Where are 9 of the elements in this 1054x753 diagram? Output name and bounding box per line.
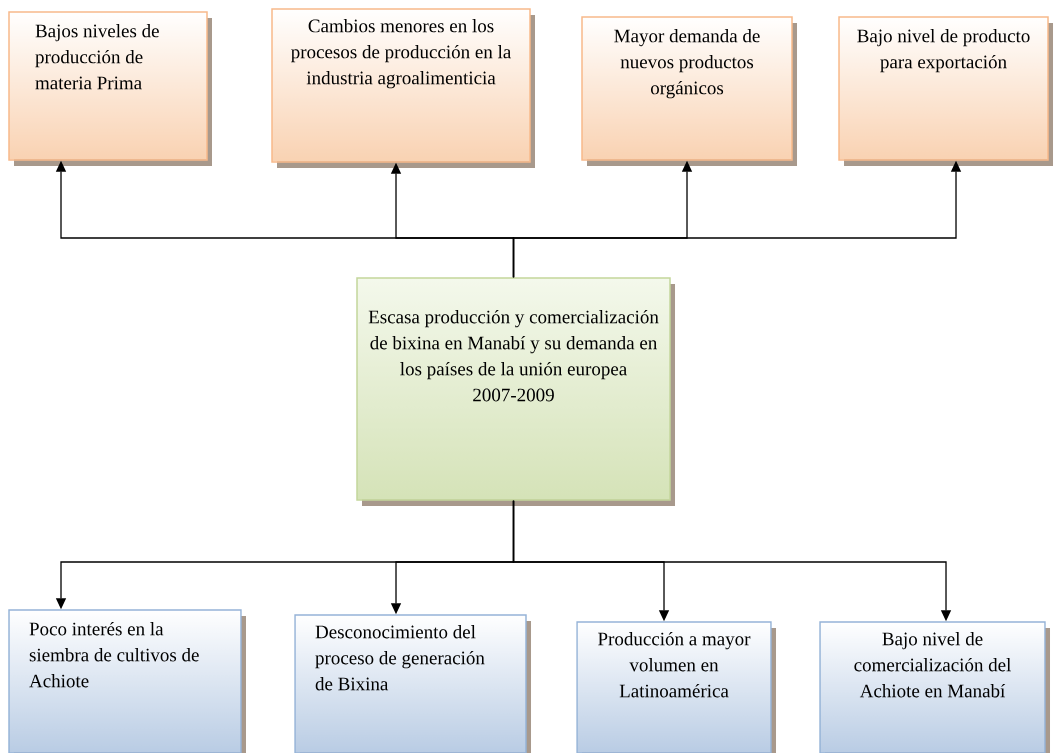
process-box: Bajos niveles de producción de materia Prima [8, 11, 212, 166]
process-box: Bajo nivel de producto para exportación [838, 16, 1053, 166]
process-box: Cambios menores en los procesos de producción en la industria agroalimenticia [271, 8, 535, 168]
process-box: Mayor demanda de nuevos productos orgánicos [581, 16, 797, 166]
process-box: Producción a mayor volumen en Latinoamérica [576, 621, 776, 753]
process-box: Desconocimiento del proceso de generación de Bixina [294, 614, 531, 753]
process-box: Bajo nivel de comercialización del Achiote en Manabí [819, 621, 1050, 753]
process-box: Poco interés en la siembra de cultivos de Achiote [8, 609, 246, 753]
process-box: Escasa producción y comercialización de bixina en Manabí y su demanda en los países de la unión europea 2007-2009 [356, 277, 675, 506]
